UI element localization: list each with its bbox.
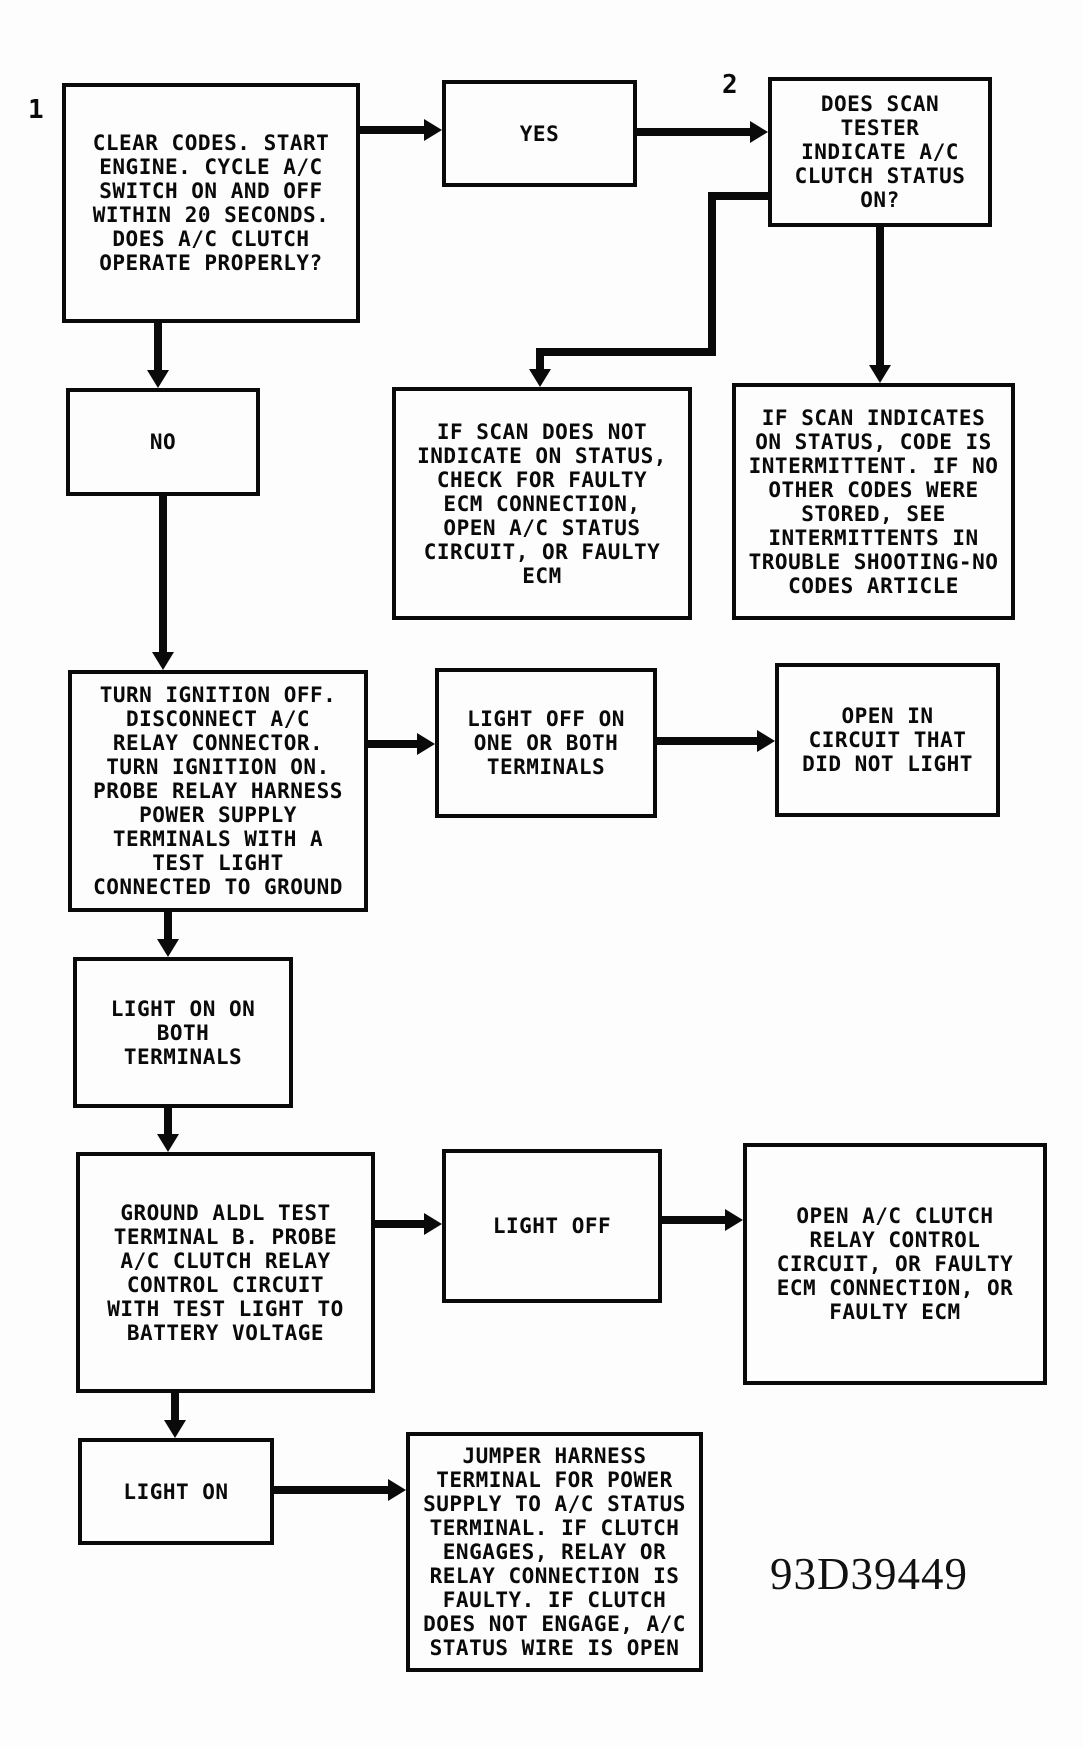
figure-id: 93D39449 xyxy=(770,1549,968,1599)
arrowhead xyxy=(152,652,174,670)
arrowhead xyxy=(869,365,891,383)
flow-box-scan-on-status: IF SCAN INDICATES ON STATUS, CODE IS INT… xyxy=(732,383,1015,620)
flow-box-open-circuit-text: OPEN IN CIRCUIT THAT DID NOT LIGHT xyxy=(802,704,973,776)
flow-box-light-off-terminals: LIGHT OFF ON ONE OR BOTH TERMINALS xyxy=(435,668,657,818)
connector-scantester-scannostatus xyxy=(536,348,544,374)
arrowhead xyxy=(388,1479,406,1501)
connector-ignition-lightoffterminals xyxy=(368,740,420,748)
arrowhead xyxy=(757,730,775,752)
flow-box-clear-codes-text: CLEAR CODES. START ENGINE. CYCLE A/C SWI… xyxy=(92,131,330,275)
flow-box-open-relay-circuit: OPEN A/C CLUTCH RELAY CONTROL CIRCUIT, O… xyxy=(743,1143,1047,1385)
arrowhead xyxy=(147,370,169,388)
flow-box-light-off-terminals-text: LIGHT OFF ON ONE OR BOTH TERMINALS xyxy=(467,707,625,779)
arrowhead xyxy=(164,1420,186,1438)
connector-scantester-scannostatus xyxy=(708,192,716,356)
flow-box-scan-on-status-text: IF SCAN INDICATES ON STATUS, CODE IS INT… xyxy=(748,405,999,598)
flow-box-ignition-probe-text: TURN IGNITION OFF. DISCONNECT A/C RELAY … xyxy=(93,683,343,899)
flow-box-scan-no-status-text: IF SCAN DOES NOT INDICATE ON STATUS, CHE… xyxy=(417,419,667,588)
flow-box-jumper-harness: JUMPER HARNESS TERMINAL FOR POWER SUPPLY… xyxy=(406,1432,703,1672)
flow-box-clear-codes: CLEAR CODES. START ENGINE. CYCLE A/C SWI… xyxy=(62,83,360,323)
arrowhead xyxy=(750,121,768,143)
flow-box-scan-tester: DOES SCAN TESTER INDICATE A/C CLUTCH STA… xyxy=(768,77,992,227)
flow-box-light-off: LIGHT OFF xyxy=(442,1149,662,1303)
flow-box-ground-aldl: GROUND ALDL TEST TERMINAL B. PROBE A/C C… xyxy=(76,1152,375,1393)
connector-scantester-scannostatus xyxy=(536,348,716,356)
flow-box-scan-tester-text: DOES SCAN TESTER INDICATE A/C CLUTCH STA… xyxy=(794,92,966,212)
flow-box-no-text: NO xyxy=(149,430,177,454)
flow-box-open-relay-circuit-text: OPEN A/C CLUTCH RELAY CONTROL CIRCUIT, O… xyxy=(776,1204,1014,1324)
connector-groundaldl-lighton xyxy=(171,1393,179,1425)
flow-box-scan-no-status: IF SCAN DOES NOT INDICATE ON STATUS, CHE… xyxy=(392,387,692,620)
flow-box-light-on-terminals: LIGHT ON ON BOTH TERMINALS xyxy=(73,957,293,1108)
connector-lightoff-openrelay xyxy=(662,1216,730,1224)
flow-box-yes-text: YES xyxy=(519,121,560,146)
connector-no-ignition xyxy=(159,496,167,656)
arrowhead xyxy=(157,939,179,957)
arrowhead xyxy=(529,369,551,387)
connector-clearcodes-no xyxy=(154,323,162,375)
arrowhead xyxy=(424,1213,442,1235)
flow-box-light-on-terminals-text: LIGHT ON ON BOTH TERMINALS xyxy=(110,996,256,1069)
flow-box-jumper-harness-text: JUMPER HARNESS TERMINAL FOR POWER SUPPLY… xyxy=(423,1444,686,1660)
step-label-2: 2 xyxy=(722,70,739,100)
flow-box-light-on-text: LIGHT ON xyxy=(123,1479,229,1504)
flow-box-yes: YES xyxy=(442,80,637,187)
flow-box-ignition-probe: TURN IGNITION OFF. DISCONNECT A/C RELAY … xyxy=(68,670,368,912)
arrowhead xyxy=(417,733,435,755)
arrowhead xyxy=(157,1134,179,1152)
flow-box-light-off-text: LIGHT OFF xyxy=(492,1214,612,1238)
flow-box-ground-aldl-text: GROUND ALDL TEST TERMINAL B. PROBE A/C C… xyxy=(107,1200,344,1345)
flow-box-no: NO xyxy=(66,388,260,496)
flow-box-open-circuit: OPEN IN CIRCUIT THAT DID NOT LIGHT xyxy=(775,663,1000,817)
arrowhead xyxy=(725,1209,743,1231)
connector-lightonterminals-groundaldl xyxy=(164,1108,172,1138)
arrowhead xyxy=(424,119,442,141)
connector-lightoffterminals-opencircuit xyxy=(657,737,761,745)
connector-lighton-jumper xyxy=(274,1486,392,1494)
connector-groundaldl-lightoff xyxy=(375,1220,431,1228)
connector-yes-scantester xyxy=(637,128,755,136)
flow-box-light-on: LIGHT ON xyxy=(78,1438,274,1545)
connector-clearcodes-yes xyxy=(360,126,430,134)
connector-scantester-scannostatus xyxy=(708,192,768,200)
step-label-1: 1 xyxy=(28,95,45,125)
connector-scantester-scanonstatus xyxy=(876,227,884,369)
connector-ignition-lightonterminals xyxy=(164,912,172,944)
